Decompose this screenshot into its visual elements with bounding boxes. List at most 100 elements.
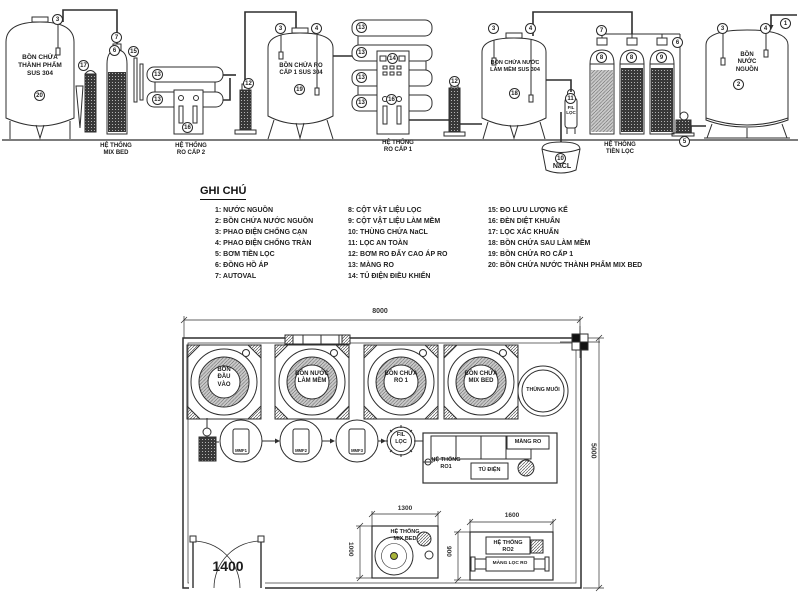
ro2-box-label: HỆ THỐNG RO2	[493, 540, 523, 553]
callout-13: 13	[152, 94, 163, 105]
callout-6: 6	[672, 37, 683, 48]
callout-4: 4	[525, 23, 536, 34]
inner-wall	[187, 342, 577, 584]
skid-mangro-label: MÀNG RO	[514, 439, 542, 445]
callout-7: 7	[111, 32, 122, 43]
dim-1000-label: 1000	[346, 542, 354, 557]
callout-12: 12	[449, 76, 460, 87]
tank-thanhpham	[5, 16, 75, 140]
legend-item: 1: NƯỚC NGUỒN	[215, 207, 274, 214]
legend-item: 8: CỘT VẬT LIỆU LỌC	[348, 207, 422, 214]
salt-tank-label: THÙNG MUỐI	[526, 387, 560, 393]
callout-20: 20	[34, 90, 45, 101]
legend-item: 11: LỌC AN TOÀN	[348, 240, 408, 247]
sys-ro-cap2-label: HỆ THỐNG RO CẤP 2	[175, 143, 207, 157]
callout-2: 2	[733, 79, 744, 90]
legend-item: 17: LỌC XÁC KHUẨN	[488, 229, 559, 236]
callout-6: 6	[109, 45, 120, 56]
dim-900-label: 900	[444, 546, 452, 557]
callout-10: 10	[555, 153, 566, 164]
ro-cap1-system	[351, 19, 466, 137]
sys-tienloc-label: HỆ THỐNG TIỀN LỌC	[604, 142, 636, 156]
mixbed-system	[75, 43, 144, 135]
double-door	[189, 535, 265, 589]
dim-1400-label: 1400	[212, 558, 244, 574]
nacl-bucket	[541, 141, 581, 174]
legend-item: 5: BƠM TIỀN LỌC	[215, 251, 275, 258]
callout-3: 3	[717, 23, 728, 34]
sys-mixbed-label: HỆ THỐNG MIX BED	[100, 143, 132, 157]
skid-ro1-label: HỆ THỐNG RO1	[431, 457, 461, 470]
plan-tank1-label: BỒN ĐẦU VÀO	[217, 367, 231, 388]
reference-marker	[560, 326, 600, 358]
callout-14: 14	[387, 53, 398, 64]
dim-8000	[180, 316, 584, 338]
legend-item: 12: BƠM RO ĐẨY CAO ÁP RO	[348, 251, 448, 258]
legend-item: 2: BỒN CHỨA NƯỚC NGUỒN	[215, 218, 314, 225]
legend-item: 16: ĐÈN DIỆT KHUẨN	[488, 218, 560, 225]
tank-ro-cap1	[267, 27, 334, 140]
ro2-box-plan	[469, 531, 554, 581]
legend-item: 19: BỒN CHỨA RO CẤP 1	[488, 251, 574, 258]
callout-4: 4	[760, 23, 771, 34]
ro1-skid-plan	[422, 432, 558, 484]
callout-8: 8	[626, 52, 637, 63]
legend-item: 6: ĐỒNG HỒ ÁP	[215, 262, 269, 269]
dim-1600-900	[454, 518, 557, 584]
callout-8: 8	[596, 52, 607, 63]
callout-1: 1	[780, 18, 791, 29]
callout-12: 12	[243, 78, 254, 89]
fil-loc-label: FIL LỌC	[566, 105, 576, 116]
dim-1300-label: 1300	[397, 505, 413, 512]
skid-tudien-label: TỦ ĐIỆN	[478, 467, 501, 473]
dim-5000	[583, 334, 604, 592]
wall-unit	[284, 334, 351, 345]
callout-16: 16	[182, 122, 193, 133]
tank-lammem-label: BỒN CHỨA NƯỚC LÀM MỀM SUS 304	[490, 60, 540, 73]
filter-row	[198, 418, 423, 463]
legend-item: 7: AUTOVAL	[215, 273, 257, 280]
callout-3: 3	[52, 14, 63, 25]
legend-title: GHI CHÚ	[200, 185, 247, 200]
dim-1600-label: 1600	[504, 512, 520, 519]
dim-5000-label: 5000	[589, 443, 597, 459]
legend-item: 10: THÙNG CHỨA NaCL	[348, 229, 428, 236]
mmf3-label: MMF3	[351, 448, 363, 453]
callout-13: 13	[356, 47, 367, 58]
dim-1300-1000	[356, 510, 442, 582]
mmf2-label: MMF2	[295, 448, 307, 453]
callout-13: 13	[356, 72, 367, 83]
plan-tank2-label: BỒN NƯỚC LÀM MỀM	[295, 371, 329, 385]
plan-fil-loc-label: FIL LỌC	[395, 432, 407, 445]
tank-nguon	[704, 29, 790, 139]
legend-item: 9: CỘT VẬT LIỆU LÀM MỀM	[348, 218, 441, 225]
callout-3: 3	[275, 23, 286, 34]
callout-17: 17	[78, 60, 89, 71]
dim-8000-label: 8000	[372, 308, 388, 315]
callout-19: 19	[294, 84, 305, 95]
ro2-mang-label: MÀNG LỌC RO	[492, 561, 528, 566]
mixbed-box-label: HỆ THỐNG MIX BED	[390, 529, 420, 542]
outer-wall	[182, 337, 582, 589]
callout-13: 13	[356, 97, 367, 108]
tank-lammem	[481, 32, 547, 140]
legend-item: 14: TỦ ĐIỆN ĐIỀU KHIỂN	[348, 273, 431, 280]
mmf1-label: MMF1	[235, 448, 247, 453]
mixbed-box-plan	[371, 525, 439, 579]
legend-item: 3: PHAO ĐIỆN CHỐNG CẠN	[215, 229, 308, 236]
tank-nguon-label: BỒN NƯỚC NGUỒN	[735, 52, 759, 73]
callout-16: 16	[386, 94, 397, 105]
callout-13: 13	[152, 69, 163, 80]
ro-cap2-system	[146, 66, 257, 135]
legend-item: 4: PHAO ĐIỆN CHỐNG TRÀN	[215, 240, 312, 247]
callout-18: 18	[509, 88, 520, 99]
plan-tanks	[186, 344, 519, 420]
callout-9: 9	[656, 52, 667, 63]
callout-5: 5	[679, 136, 690, 147]
legend-item: 13: MÀNG RO	[348, 262, 394, 269]
prefilter-pump	[671, 111, 695, 137]
legend-item: 15: ĐO LƯU LƯỢNG KẾ	[488, 207, 568, 214]
tank-thanhpham-label: BỒN CHỨA THÀNH PHẨM SUS 304	[18, 54, 62, 77]
